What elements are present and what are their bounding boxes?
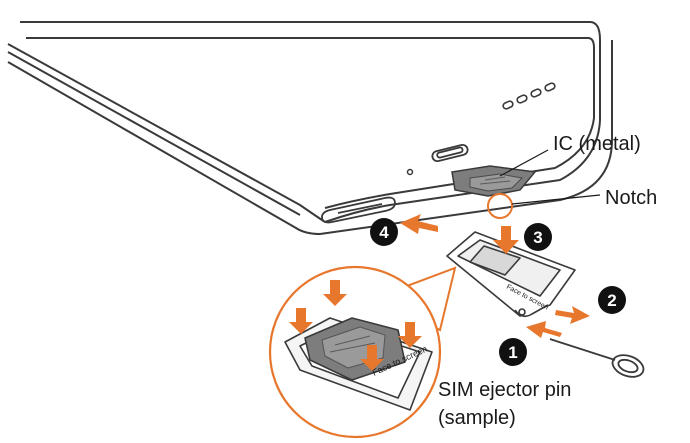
step-badge-4: 4: [370, 218, 398, 246]
step-arrows: [400, 214, 590, 338]
label-notch: Notch: [605, 187, 657, 209]
ic-leader: [499, 149, 549, 177]
svg-text:2: 2: [607, 291, 616, 310]
notch-leader: [511, 194, 601, 205]
label-sample: (sample): [438, 407, 516, 429]
notch-highlight: [487, 193, 513, 219]
sim-tray: [446, 231, 576, 318]
speaker-grille: [502, 82, 556, 110]
step-badge-3: 3: [524, 223, 552, 251]
phone-sim-slot: [321, 196, 396, 224]
step-badge-1: 1: [499, 338, 527, 366]
phone-body: [7, 21, 613, 235]
svg-text:3: 3: [533, 228, 542, 247]
arrow-push-pin: [526, 321, 562, 338]
arrow-place-sim: [493, 226, 519, 254]
svg-text:4: 4: [379, 223, 389, 242]
sim-ejector-pin: [549, 338, 645, 378]
svg-text:1: 1: [508, 343, 517, 362]
usb-port: [431, 143, 469, 163]
mic-hole: [406, 168, 414, 176]
press-arrows: [289, 280, 422, 371]
label-sim-ejector-pin: SIM ejector pin: [438, 379, 571, 401]
arrow-pull-tray: [555, 306, 590, 324]
step-badge-2: 2: [598, 286, 626, 314]
arrow-insert-tray: [400, 214, 438, 234]
label-ic-metal: IC (metal): [553, 133, 641, 155]
sim-card: [451, 165, 537, 197]
